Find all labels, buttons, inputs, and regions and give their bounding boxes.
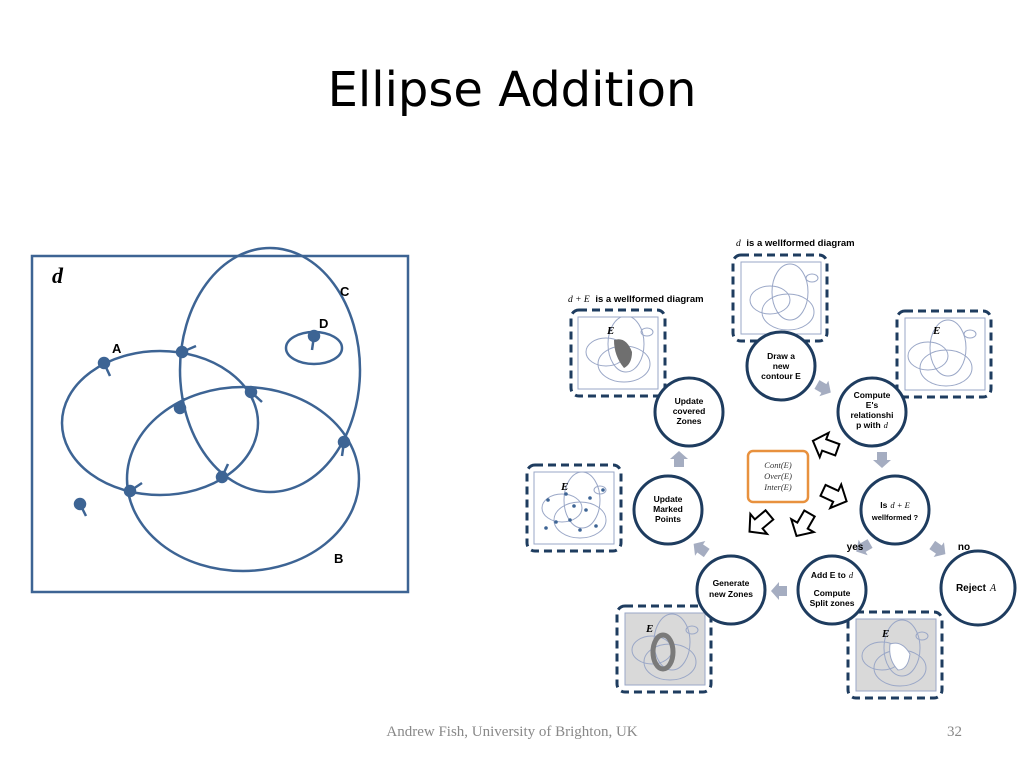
node-circles (632, 330, 1017, 627)
arrow-add-generate (771, 582, 787, 600)
label-c: C (340, 284, 350, 299)
flowchart: d is a wellformed diagram d + E is a wel… (525, 238, 1017, 700)
node-update-marked (632, 474, 704, 546)
shaded-region (614, 339, 632, 368)
svg-text:covered: covered (673, 406, 706, 416)
svg-text:Marked: Marked (653, 504, 683, 514)
svg-text:Isd + E: Isd + E (880, 500, 910, 510)
split-zone (889, 642, 911, 671)
flow-arrows (670, 380, 946, 600)
node-wellformed (859, 474, 931, 546)
svg-text:E: E (560, 481, 568, 493)
diagram-frame (30, 254, 410, 594)
arrow-marked-covered (670, 451, 688, 467)
svg-text:E: E (932, 325, 940, 337)
relation-over: Over(E) (764, 471, 792, 481)
svg-text:Split zones: Split zones (810, 598, 855, 608)
contour-a (60, 349, 260, 497)
node-draw (745, 330, 817, 402)
node-reject (939, 549, 1017, 627)
arrow-to-generate (748, 508, 775, 536)
arrow-to-add (789, 509, 817, 538)
svg-text:new: new (773, 361, 790, 371)
label-d: D (319, 316, 328, 331)
arrow-to-relations (811, 430, 841, 460)
svg-text:E's: E's (866, 400, 879, 410)
node-compute (836, 376, 908, 448)
new-zone-ring (650, 632, 676, 672)
svg-text:E: E (606, 325, 614, 337)
relation-inter: Inter(E) (763, 482, 792, 492)
arrow-draw-compute (814, 380, 831, 397)
arrow-yes (856, 539, 873, 556)
thumbnail-top (731, 253, 829, 343)
relations-box: Cont(E) Over(E) Inter(E) (746, 449, 810, 504)
svg-text:Points: Points (655, 514, 681, 524)
thumbnail-new-zones: E (615, 604, 713, 694)
diagram-label: d (52, 263, 64, 288)
arrow-no (929, 540, 946, 557)
svg-text:new Zones: new Zones (709, 589, 753, 599)
svg-text:Compute: Compute (814, 588, 851, 598)
svg-text:Compute: Compute (854, 390, 891, 400)
svg-text:Generate: Generate (713, 578, 750, 588)
slide-footer: Andrew Fish, University of Brighton, UK (386, 724, 638, 740)
contour-b (125, 385, 361, 573)
caption-top: d is a wellformed diagram (736, 238, 855, 249)
caption-left: d + E is a wellformed diagram (568, 294, 704, 305)
label-b: B (334, 551, 343, 566)
edge-label-yes: yes (847, 542, 864, 553)
svg-text:Update: Update (654, 494, 683, 504)
edge-label-no: no (958, 542, 970, 553)
node-add (796, 554, 868, 626)
arrow-generate-marked (693, 541, 710, 558)
contour-c (178, 246, 362, 494)
relation-cont: Cont(E) (764, 460, 792, 470)
thumbnail-right: E (895, 309, 993, 399)
svg-text:Draw a: Draw a (767, 351, 795, 361)
euler-diagram: d A B C D (30, 246, 410, 594)
page-number: 32 (947, 724, 962, 740)
relation-arrows (748, 430, 848, 538)
svg-text:E: E (645, 623, 653, 635)
svg-text:E: E (881, 628, 889, 640)
thumbnail-left: E (569, 308, 667, 398)
arrow-compute-wellformed (873, 452, 891, 468)
svg-text:Update: Update (675, 396, 704, 406)
arrow-to-wellformed (819, 481, 848, 510)
spider-marks (73, 329, 351, 517)
svg-text:relationshi: relationshi (851, 410, 894, 420)
slide-title: Ellipse Addition (327, 62, 697, 118)
thumbnail-split-zones: E (846, 610, 944, 700)
svg-text:contour E: contour E (761, 371, 801, 381)
node-labels: Draw a new contour E Compute E's relatio… (653, 351, 997, 608)
svg-text:Zones: Zones (676, 416, 701, 426)
svg-text:wellformed ?: wellformed ? (871, 513, 919, 522)
node-generate (695, 554, 767, 626)
svg-text:Add E tod: Add E tod (811, 570, 854, 580)
thumbnail-marked: E (525, 463, 623, 553)
node-update-covered (653, 376, 725, 448)
label-a: A (112, 341, 122, 356)
